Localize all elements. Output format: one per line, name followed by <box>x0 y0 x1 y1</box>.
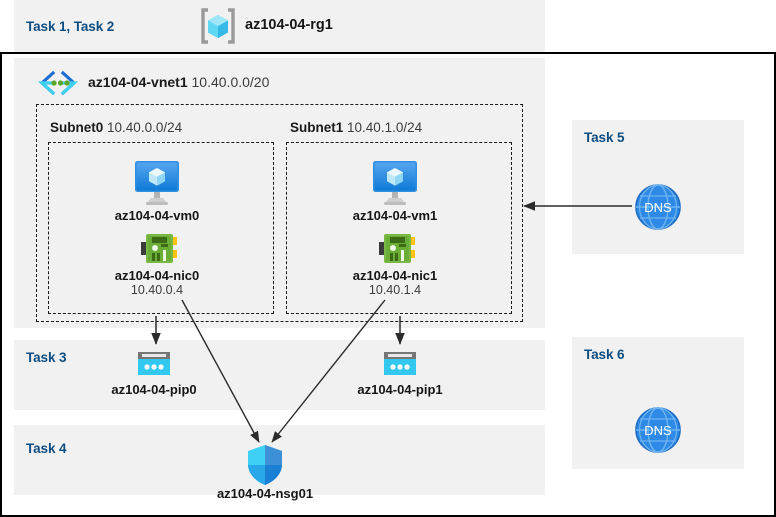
nic0-name: az104-04-nic0 <box>114 268 200 283</box>
subnet1-name: Subnet1 <box>290 120 344 135</box>
subnet0-address-prefix: 10.40.0.0/24 <box>107 120 183 135</box>
public-ip-address-icon <box>136 350 172 378</box>
nic1-ip: 10.40.1.4 <box>368 283 422 297</box>
subnet0-label: Subnet0 10.40.0.0/24 <box>50 120 182 135</box>
diagram-outer-border <box>0 52 776 517</box>
nsg-name: az104-04-nsg01 <box>216 486 314 501</box>
task-label-5: Task 5 <box>584 130 625 145</box>
public-ip-address-icon <box>382 350 418 378</box>
virtual-machine-icon <box>367 158 423 206</box>
nic0-node: az104-04-nic0 10.40.0.4 <box>86 268 228 298</box>
vnet-panel <box>14 58 545 328</box>
nic1-name: az104-04-nic1 <box>352 268 438 283</box>
subnet0-name: Subnet0 <box>50 120 104 135</box>
vm1-name: az104-04-vm1 <box>352 208 438 223</box>
dns-zone-title: DNS zone <box>572 382 776 398</box>
vm0-node: az104-04-vm0 <box>86 208 228 223</box>
task-label-6: Task 6 <box>584 347 625 362</box>
resource-group-name: az104-04-rg1 <box>245 17 333 33</box>
virtual-machine-icon <box>129 158 185 206</box>
subnet1-box <box>286 142 512 314</box>
dns-zone-icon: DNS <box>633 182 683 232</box>
task-label-1-2: Task 1, Task 2 <box>26 19 115 34</box>
network-interface-icon <box>377 231 417 267</box>
nic1-node: az104-04-nic1 10.40.1.4 <box>324 268 466 298</box>
subnet0-box <box>48 142 274 314</box>
vm1-node: az104-04-vm1 <box>324 208 466 223</box>
nsg-node: az104-04-nsg01 <box>194 486 336 501</box>
vnet-name: az104-04-vnet1 <box>88 74 188 90</box>
resource-group-header-panel <box>14 0 545 52</box>
dns-zone-icon: DNS <box>633 405 683 455</box>
vm0-name: az104-04-vm0 <box>114 208 200 223</box>
vnet-address-space: 10.40.0.0/20 <box>191 74 270 90</box>
svg-text:DNS: DNS <box>644 423 672 438</box>
private-dns-zone-name: contoso.org <box>572 231 776 247</box>
network-security-group-icon <box>245 443 285 487</box>
task-label-3: Task 3 <box>26 350 67 365</box>
svg-text:DNS: DNS <box>644 200 672 215</box>
pip1-name: az104-04-pip1 <box>357 382 443 397</box>
nic0-ip: 10.40.0.4 <box>130 283 184 297</box>
task3-panel <box>14 340 545 410</box>
pip0-name: az104-04-pip0 <box>111 382 197 397</box>
resource-group-icon <box>198 7 238 45</box>
private-dns-zone-title: Private DNS zone <box>572 158 776 174</box>
pip1-node: az104-04-pip1 <box>329 382 471 397</box>
network-interface-icon <box>139 231 179 267</box>
virtual-network-icon <box>36 70 80 96</box>
task-label-4: Task 4 <box>26 441 67 456</box>
pip0-node: az104-04-pip0 <box>83 382 225 397</box>
subnet1-label: Subnet1 10.40.1.0/24 <box>290 120 422 135</box>
subnet1-address-prefix: 10.40.1.0/24 <box>347 120 423 135</box>
vnet-title: az104-04-vnet1 10.40.0.0/20 <box>88 74 269 90</box>
